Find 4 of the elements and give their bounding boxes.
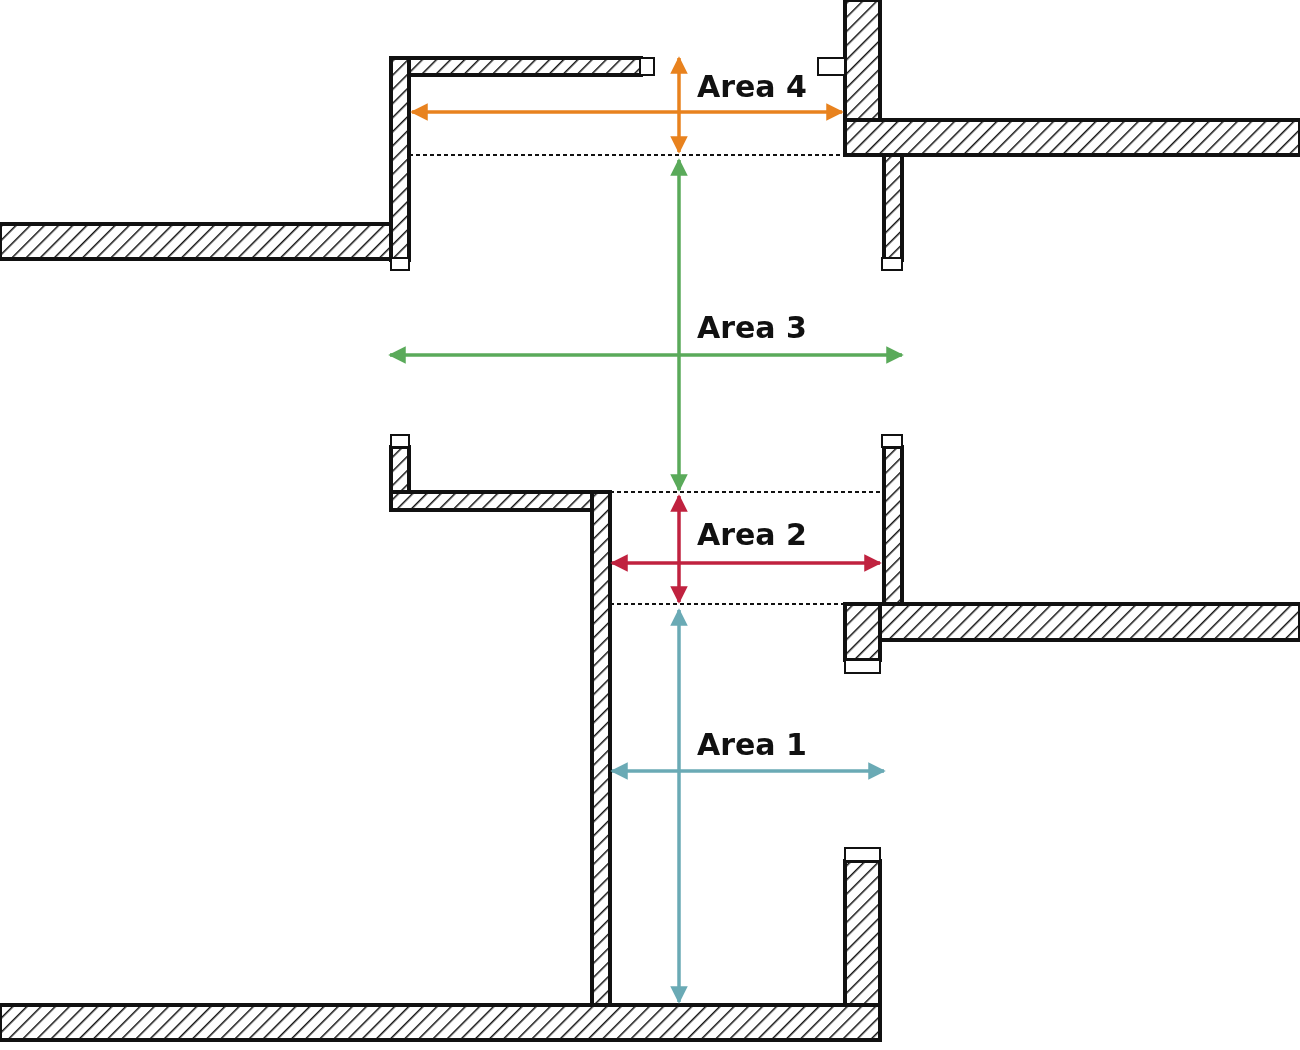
area-label: Area 2 xyxy=(697,520,807,550)
area-label: Area 1 xyxy=(697,730,807,760)
area-label: Area 3 xyxy=(697,313,807,343)
area-label: Area 4 xyxy=(697,72,807,102)
